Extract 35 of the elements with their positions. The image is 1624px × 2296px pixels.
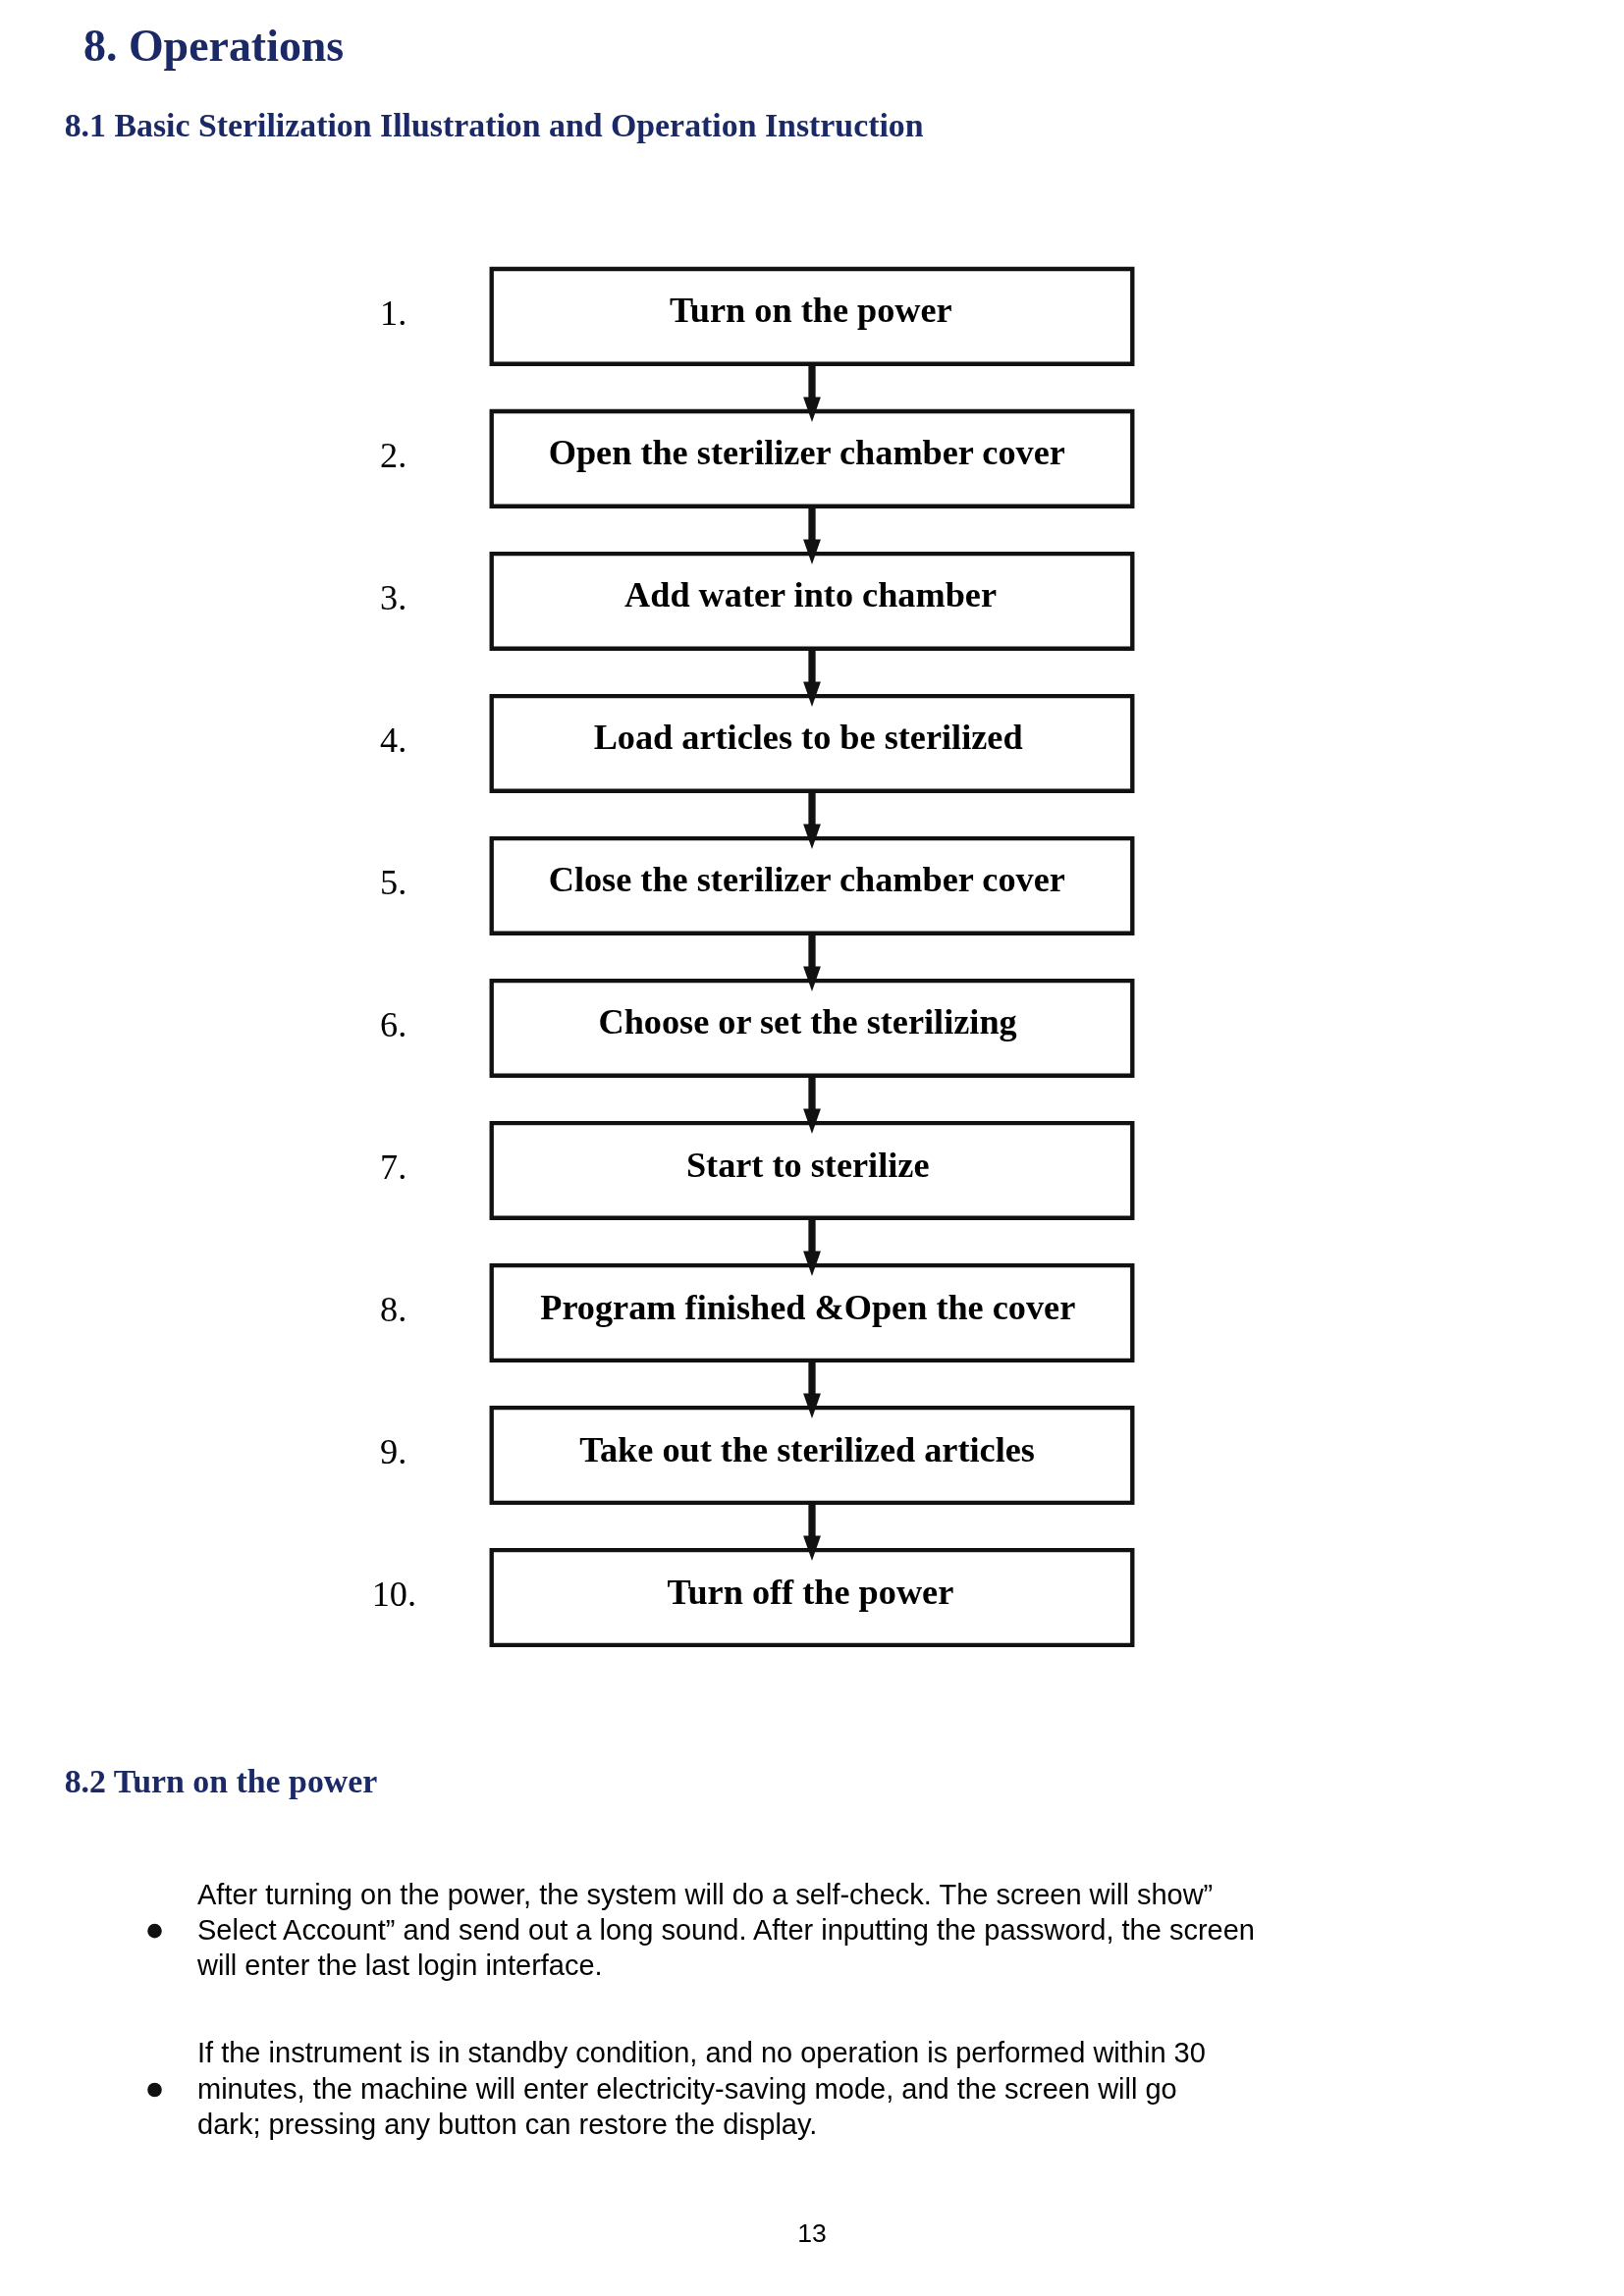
node-label: 6.: [380, 1004, 407, 1044]
node-label: 5.: [380, 862, 407, 902]
node-label: 8.: [380, 1289, 407, 1329]
node-box: Load articles to be sterilized: [489, 693, 1135, 793]
node-box: Close the sterilizer chamber cover: [489, 835, 1135, 935]
node-label: 10.: [371, 1574, 416, 1614]
node-label: 1.: [380, 293, 407, 333]
node-box: Take out the sterilized articles: [489, 1405, 1135, 1505]
arrow: [803, 1076, 821, 1135]
arrow: [803, 364, 821, 422]
label: If the instrument is in standby condition, and no operation is performed within 30 minutes, the machine will enter electricity-saving mode, and the screen will go dark; pressing any button can restore the display.: [197, 2037, 1206, 2140]
arrow: [803, 507, 821, 564]
arrow: [803, 1218, 821, 1277]
node-box: Choose or set the sterilizing: [489, 978, 1135, 1078]
node-box: Open the sterilizer chamber cover: [489, 408, 1135, 508]
arrow: [803, 1503, 821, 1562]
node-box: Turn off the power: [489, 1548, 1135, 1648]
arrow: [803, 791, 821, 849]
arrow: [803, 934, 821, 991]
diagram-title: 8. Operations: [83, 20, 345, 71]
arrow: [803, 649, 821, 707]
node-box: Start to sterilize: [489, 1120, 1135, 1220]
node-label: 2.: [380, 435, 407, 475]
node-box: Add water into chamber: [489, 551, 1135, 651]
node-box: Turn on the power: [489, 266, 1135, 366]
node-label: 7.: [380, 1147, 407, 1187]
node-box: Program finished &Open the cover: [489, 1262, 1135, 1362]
node-label: 3.: [380, 577, 407, 617]
node-label: 4.: [380, 720, 407, 760]
label: 13: [797, 2218, 827, 2249]
label: After turning on the power, the system will do a self-check. The screen will show” Select Account” and send out a long sound. After inputting the password, the screen will enter the last login interface.: [197, 1878, 1255, 1982]
label: 8.2 Turn on the power: [64, 1763, 378, 1800]
label: 8.1 Basic Sterilization Illustration and Operation Instruction: [64, 107, 924, 144]
node-label: 9.: [380, 1431, 407, 1471]
arrow: [803, 1361, 821, 1419]
